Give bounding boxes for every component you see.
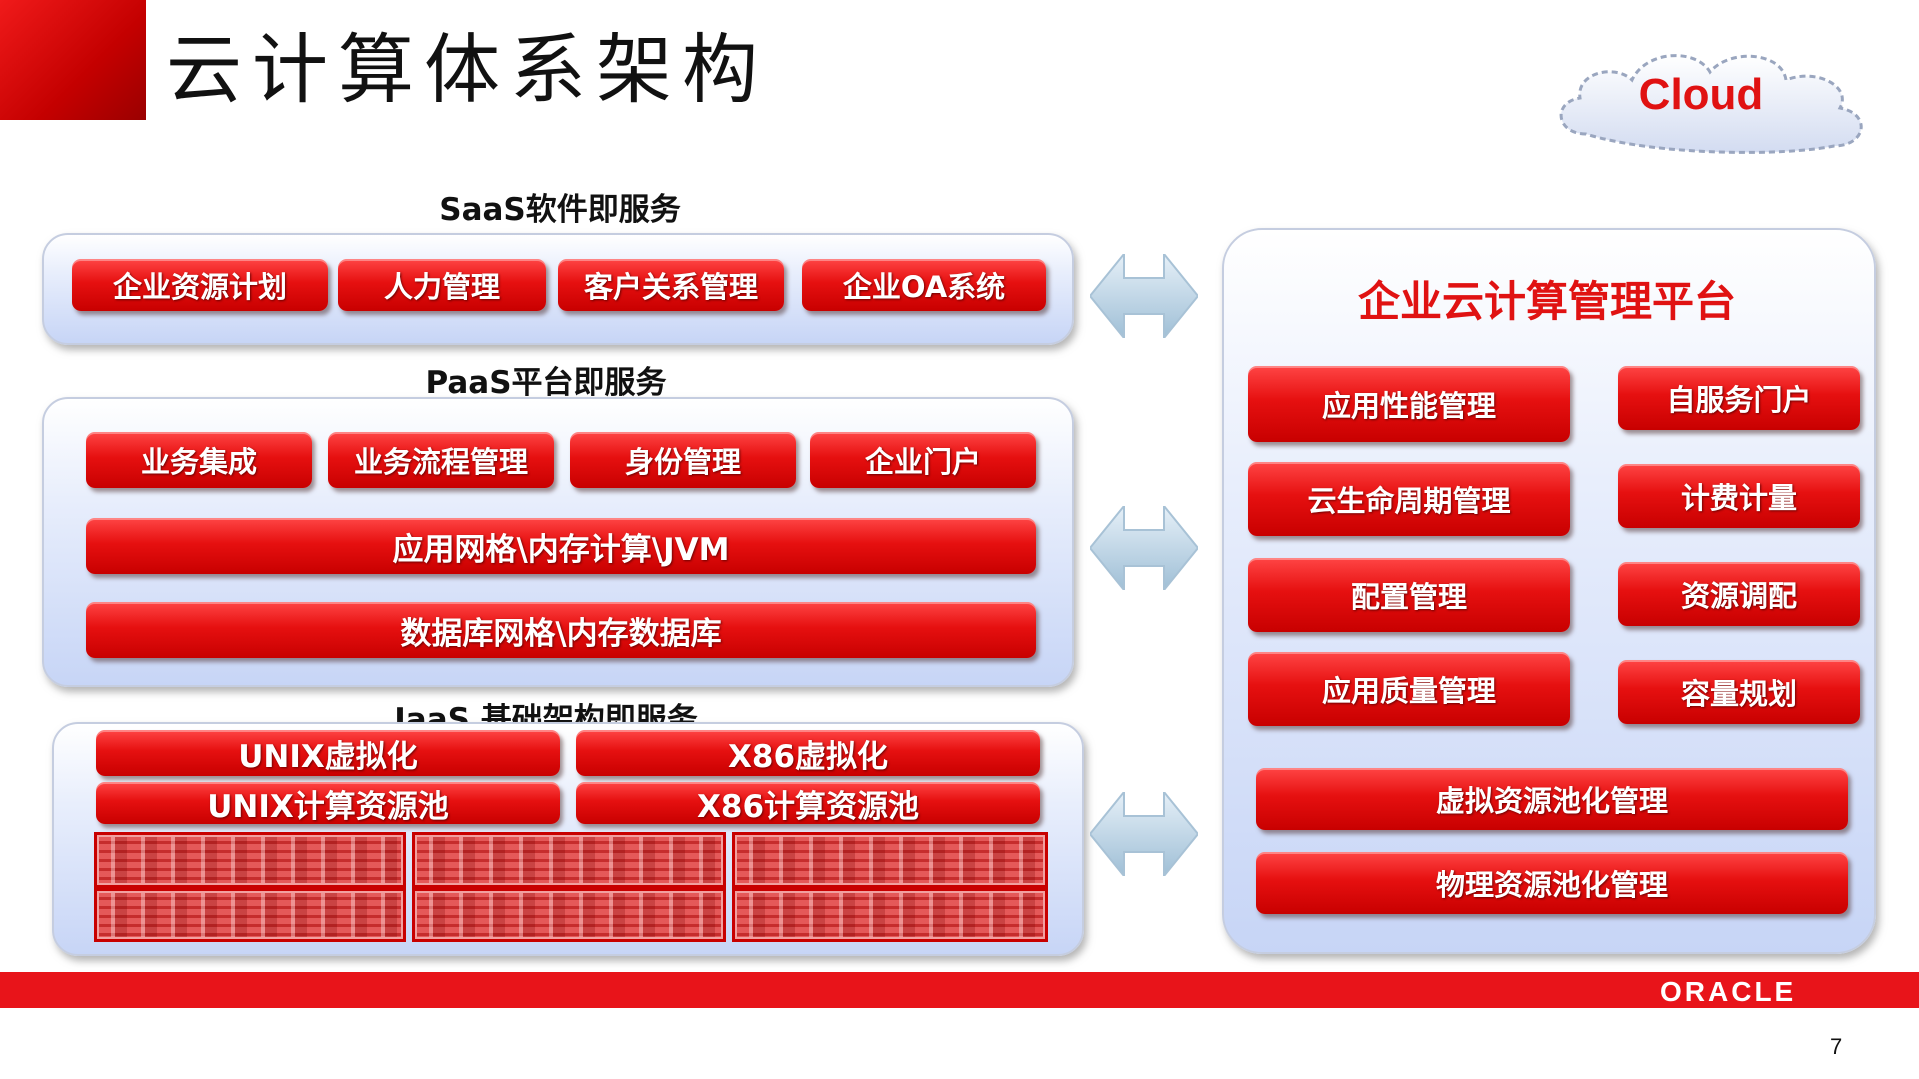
- saas-label: SaaS软件即服务: [439, 192, 681, 228]
- server-rack-2u-b: [412, 888, 726, 942]
- mgmt-item-billing[interactable]: 计费计量: [1618, 464, 1860, 528]
- server-rack-2u-a: [94, 888, 406, 942]
- saas-item-crm[interactable]: 客户关系管理: [558, 259, 784, 311]
- oracle-logo: ORACLE: [1660, 976, 1797, 1007]
- mgmt-item-self-service[interactable]: 自服务门户: [1618, 366, 1860, 430]
- footer-bar: [0, 972, 1919, 1008]
- saas-item-oa[interactable]: 企业OA系统: [802, 259, 1046, 311]
- paas-db-grid[interactable]: 数据库网格\内存数据库: [86, 602, 1036, 658]
- server-rack-1u-c: [732, 832, 1048, 888]
- page-title: 云计算体系架构: [166, 25, 768, 114]
- mgmt-item-app-performance[interactable]: 应用性能管理: [1248, 366, 1570, 442]
- paas-item-integration[interactable]: 业务集成: [86, 432, 312, 488]
- cloud-icon: [1559, 54, 1863, 154]
- mgmt-item-capacity[interactable]: 容量规划: [1618, 660, 1860, 724]
- paas-item-identity[interactable]: 身份管理: [570, 432, 796, 488]
- double-arrow-icon-saas: [1090, 254, 1198, 338]
- corner-accent-block: [0, 0, 146, 120]
- server-rack-1u-b: [412, 832, 726, 888]
- paas-app-grid[interactable]: 应用网格\内存计算\JVM: [86, 518, 1036, 574]
- mgmt-physical-pool[interactable]: 物理资源池化管理: [1256, 852, 1848, 914]
- iaas-unix-virtualization[interactable]: UNIX虚拟化: [96, 730, 560, 776]
- mgmt-item-app-quality[interactable]: 应用质量管理: [1248, 652, 1570, 726]
- saas-item-hr[interactable]: 人力管理: [338, 259, 546, 311]
- double-arrow-icon-paas: [1090, 506, 1198, 590]
- mgmt-item-config[interactable]: 配置管理: [1248, 558, 1570, 632]
- server-rack-2u-c: [732, 888, 1048, 942]
- mgmt-platform-title: 企业云计算管理平台: [1357, 277, 1736, 326]
- mgmt-item-provisioning[interactable]: 资源调配: [1618, 562, 1860, 626]
- cloud-label: Cloud: [1638, 70, 1764, 119]
- iaas-x86-virtualization[interactable]: X86虚拟化: [576, 730, 1040, 776]
- mgmt-item-cloud-lifecycle[interactable]: 云生命周期管理: [1248, 462, 1570, 536]
- paas-item-portal[interactable]: 企业门户: [810, 432, 1036, 488]
- iaas-unix-pool[interactable]: UNIX计算资源池: [96, 782, 560, 825]
- paas-item-bpm[interactable]: 业务流程管理: [328, 432, 554, 488]
- page-number: 7: [1830, 1034, 1843, 1059]
- iaas-x86-pool[interactable]: X86计算资源池: [576, 782, 1040, 825]
- mgmt-virtual-pool[interactable]: 虚拟资源池化管理: [1256, 768, 1848, 830]
- saas-item-erp[interactable]: 企业资源计划: [72, 259, 328, 311]
- paas-label: PaaS平台即服务: [425, 365, 667, 401]
- server-rack-1u-a: [94, 832, 406, 888]
- double-arrow-icon-iaas: [1090, 792, 1198, 876]
